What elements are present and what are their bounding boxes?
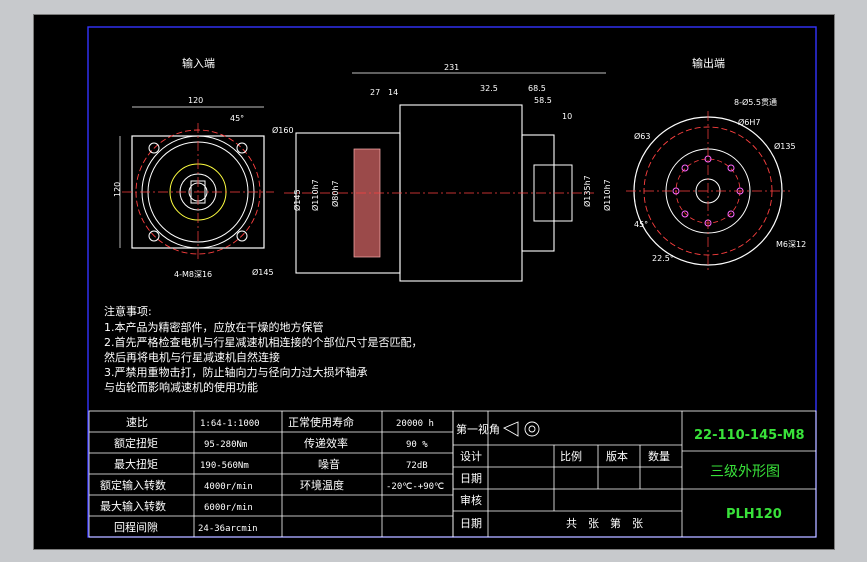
output-hole (681, 210, 689, 218)
coupling-section (353, 148, 381, 258)
spec-label2: 传递效率 (304, 436, 348, 450)
quantity-label: 数量 (648, 450, 670, 463)
dim-dia110-side: Ø110h7 (310, 179, 320, 211)
spec-value: 95-280Nm (204, 440, 247, 450)
dim-dia-160: Ø160 (272, 125, 294, 135)
spec-label2: 环境温度 (300, 478, 344, 492)
output-end-view: 输出端 Ø63 8-Ø5.5贯 (626, 56, 806, 271)
dim-dia63: Ø63 (634, 131, 650, 141)
spec-value2: 72dB (406, 461, 428, 471)
model-number: PLH120 (726, 507, 782, 522)
spec-label: 额定输入转数 (100, 478, 166, 492)
spec-label2: 正常使用寿命 (288, 415, 354, 429)
notes-line: 2.首先严格检查电机与行星减速机相连接的个部位尺寸是否匹配， (104, 335, 423, 349)
spec-label2: 噪音 (318, 457, 340, 471)
title-block-frame (452, 410, 817, 538)
projection-circle-icon (524, 421, 540, 437)
dim-angle-45: 45° (230, 114, 244, 123)
notes-title: 注意事项: (104, 304, 152, 318)
bolt-hole-tl (148, 142, 160, 154)
dim-14: 14 (388, 88, 398, 97)
review-label: 审核 (460, 493, 482, 507)
notes-line: 3.严禁用重物击打，防止轴向力与径向力过大损坏轴承 (104, 365, 368, 379)
drawing-name: 三级外形图 (710, 464, 780, 480)
spec-value2: 20000 h (396, 419, 434, 429)
spec-value: 24-36arcmin (198, 524, 258, 534)
input-end-title: 输入端 (182, 56, 215, 70)
dim-dia-145: Ø145 (252, 267, 274, 277)
output-hole (672, 187, 680, 195)
dim-58-5: 58.5 (534, 96, 552, 105)
drawing-canvas: 输入端 120 120 45 (87, 26, 817, 538)
output-hole (681, 164, 689, 172)
projection-cone-icon (502, 421, 519, 437)
output-hole (727, 210, 735, 218)
projection-label: 第一视角 (456, 422, 500, 436)
spec-value: 6000r/min (204, 503, 253, 513)
input-end-view: 输入端 120 120 45 (113, 56, 294, 279)
dim-dia80-side: Ø80h7 (330, 180, 340, 207)
dim-angle45-out: 45° (634, 220, 648, 229)
notes-line: 1.本产品为精密部件，应放在干燥的地方保管 (104, 320, 324, 334)
spec-table (88, 410, 454, 538)
bolt-hole-bl (148, 230, 160, 242)
output-hole (727, 164, 735, 172)
spec-table-text: 速比 1:64-1:1000 正常使用寿命 20000 h 额定扭矩 95-28… (100, 415, 444, 534)
dim-120-left: 120 (113, 182, 122, 197)
date-label: 日期 (460, 472, 482, 485)
drawing-sheet: 输入端 120 120 45 (33, 14, 835, 550)
spec-label: 最大扭矩 (114, 457, 158, 471)
notes-block: 注意事项: 1.本产品为精密部件，应放在干燥的地方保管 2.首先严格检查电机与行… (104, 304, 423, 394)
part-number: 22-110-145-M8 (694, 428, 805, 443)
notes-line: 与齿轮而影响减速机的使用功能 (104, 380, 258, 394)
spec-value2: -20℃-+90℃ (386, 482, 444, 492)
dim-dia145-side: Ø145 (292, 189, 302, 211)
spec-value: 1:64-1:1000 (200, 419, 260, 429)
design-label: 设计 (460, 450, 482, 463)
title-block (452, 410, 817, 538)
dim-overall: 231 (444, 63, 459, 72)
dim-10: 10 (562, 112, 572, 121)
spec-label: 额定扭矩 (114, 436, 158, 450)
bolt-hole-tr (236, 142, 248, 154)
dim-68-5: 68.5 (528, 84, 546, 93)
bolt-hole-br (236, 230, 248, 242)
sheets-label: 共 张 第 张 (566, 516, 643, 530)
spec-value: 190-560Nm (200, 461, 249, 471)
dim-tap: M6深12 (776, 240, 806, 249)
scale-label: 比例 (560, 449, 582, 463)
title-block-text: 第一视角 设计 日期 审核 日期 比例 版本 数量 共 张 第 张 22-110… (456, 421, 805, 530)
dim-27: 27 (370, 88, 380, 97)
spec-value: 4000r/min (204, 482, 253, 492)
output-end-title: 输出端 (692, 56, 725, 70)
spec-value2: 90 % (406, 440, 428, 450)
dim-120-top: 120 (188, 96, 203, 105)
dim-dia135-side: Ø135h7 (582, 175, 592, 207)
spec-label: 回程间隙 (114, 520, 158, 534)
dim-dia6: Ø6H7 (738, 117, 761, 127)
projection-inner-circle-icon (528, 425, 536, 433)
date2-label: 日期 (460, 517, 482, 530)
version-label: 版本 (606, 449, 628, 463)
dim-holes: 4-M8深16 (174, 270, 212, 279)
notes-line: 然后再将电机与行星减速机自然连接 (104, 350, 280, 364)
dim-angle22-5: 22.5° (652, 254, 674, 263)
dim-dia135-out: Ø135 (774, 141, 796, 151)
dim-dia110b-side: Ø110h7 (602, 179, 612, 211)
projection-symbol-icon (502, 421, 540, 437)
spec-label: 最大输入转数 (100, 499, 166, 513)
spec-label: 速比 (126, 416, 148, 429)
dim-holes-top: 8-Ø5.5贯通 (734, 97, 777, 107)
side-section-view: 231 27 14 32.5 68.5 58.5 10 Ø145 Ø110h7 … (284, 63, 612, 282)
dim-32-5: 32.5 (480, 84, 498, 93)
